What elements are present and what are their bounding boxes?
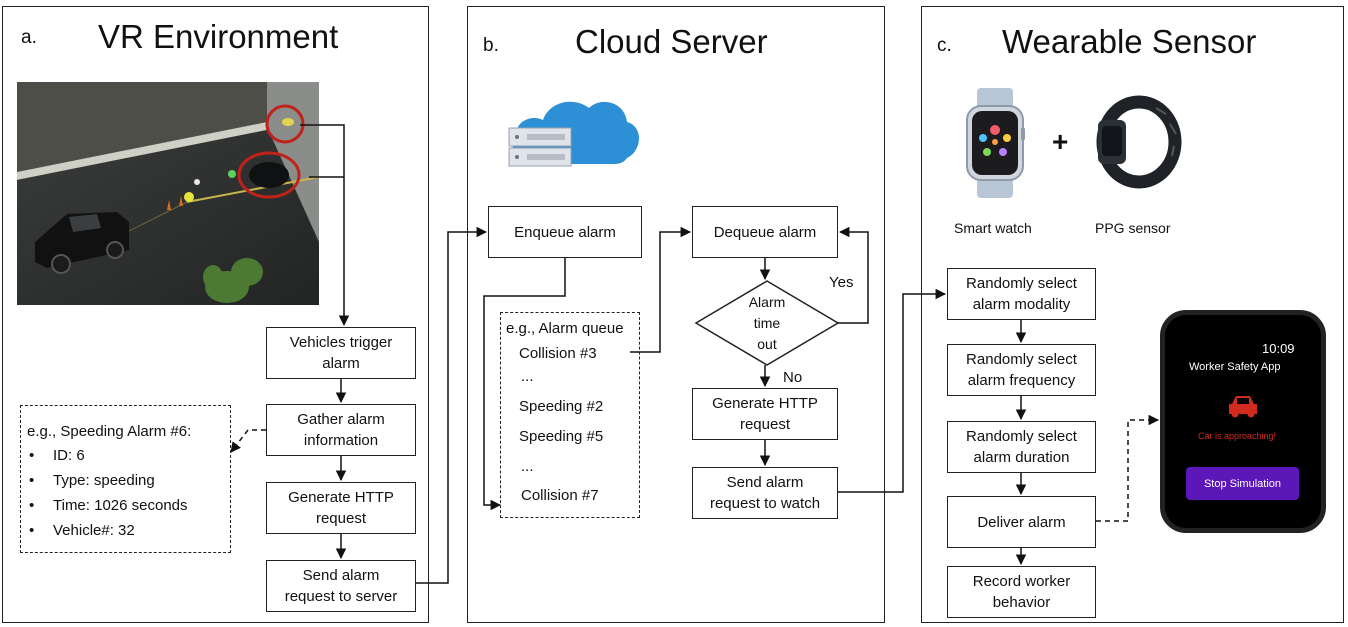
smartwatch-icon [963, 88, 1027, 198]
generate-http-request-box-vr: Generate HTTP request [266, 482, 416, 534]
enqueue-alarm-box: Enqueue alarm [488, 206, 642, 258]
send-alarm-to-server-box: Send alarm request to server [266, 560, 416, 612]
gather-alarm-information-box: Gather alarm information [266, 404, 416, 456]
queue-item: ... [521, 368, 534, 385]
panel-wearable-letter: c. [937, 35, 952, 56]
select-alarm-duration-box: Randomly select alarm duration [947, 421, 1096, 473]
queue-item: Speeding #2 [519, 398, 604, 415]
ppg-band-icon [1096, 94, 1182, 190]
watch-time: 10:09 [1262, 341, 1295, 356]
vr-scene-image [17, 82, 319, 305]
example-item: Vehicle#: 32 [53, 522, 135, 539]
panel-cloud-title: Cloud Server [575, 23, 768, 60]
panel-vr-title: VR Environment [98, 18, 339, 55]
speeding-alarm-example [20, 405, 231, 553]
alarm-queue-title: e.g., Alarm queue [506, 320, 624, 337]
watch-warning-text: Car is approaching! [1198, 431, 1277, 441]
select-alarm-frequency-box: Randomly select alarm frequency [947, 344, 1096, 396]
send-alarm-to-watch-box: Send alarm request to watch [692, 467, 838, 519]
queue-item: Speeding #5 [519, 428, 604, 445]
smartwatch-label: Smart watch [954, 220, 1032, 236]
example-item: Type: speeding [53, 472, 155, 489]
panel-vr-letter: a. [21, 27, 37, 48]
example-bullet: • [29, 522, 35, 539]
example-item: Time: 1026 seconds [53, 497, 188, 514]
speeding-alarm-example-title: e.g., Speeding Alarm #6: [27, 423, 192, 440]
queue-item: ... [521, 458, 534, 475]
dequeue-alarm-box: Dequeue alarm [692, 206, 838, 258]
record-worker-behavior-box: Record worker behavior [947, 566, 1096, 618]
example-item: ID: 6 [53, 447, 85, 464]
stop-simulation-button[interactable]: Stop Simulation [1186, 467, 1299, 500]
queue-item: Collision #3 [519, 345, 597, 362]
example-bullet: • [29, 497, 35, 514]
example-bullet: • [29, 447, 35, 464]
car-alert-icon [1226, 392, 1260, 420]
ppg-sensor-label: PPG sensor [1095, 220, 1171, 236]
deliver-alarm-box: Deliver alarm [947, 496, 1096, 548]
generate-http-request-box-cloud: Generate HTTP request [692, 388, 838, 440]
select-alarm-modality-box: Randomly select alarm modality [947, 268, 1096, 320]
no-label: No [783, 369, 803, 386]
panel-wearable-title: Wearable Sensor [1002, 23, 1257, 60]
server-cloud-icon [497, 88, 647, 178]
queue-item: Collision #7 [521, 487, 599, 504]
watch-app-title: Worker Safety App [1189, 361, 1281, 373]
truck-icon [35, 212, 129, 274]
yes-label: Yes [829, 274, 854, 291]
alarm-timeout-label: Alarm time out [748, 294, 786, 352]
vehicles-trigger-alarm-box: Vehicles trigger alarm [266, 327, 416, 379]
panel-cloud-letter: b. [483, 35, 499, 56]
example-bullet: • [29, 472, 35, 489]
plus-sign: + [1052, 126, 1069, 157]
